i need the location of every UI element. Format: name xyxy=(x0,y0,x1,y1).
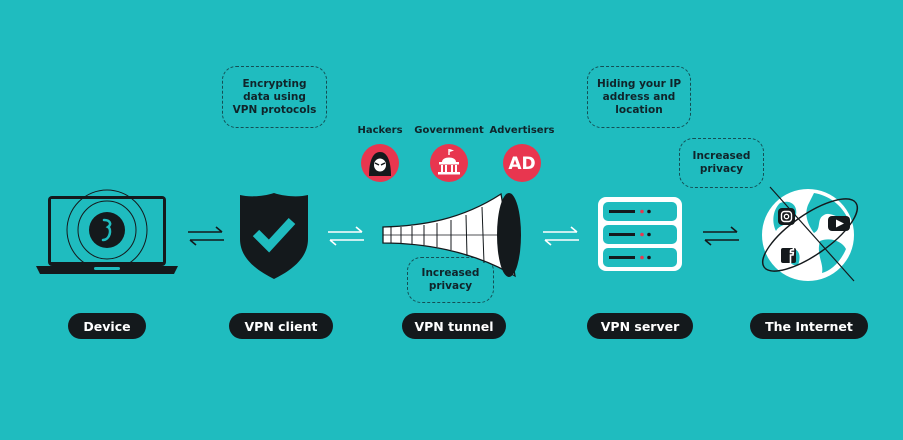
server-icon xyxy=(597,196,683,272)
bubble-increased-privacy-internet: Increased privacy xyxy=(679,138,764,188)
threat-label-government: Government xyxy=(414,125,484,136)
advertiser-badge-text: AD xyxy=(508,154,535,174)
globe-icon xyxy=(750,175,870,293)
stage-label-the-internet: The Internet xyxy=(750,313,868,339)
arrows-device-client xyxy=(186,226,226,246)
arrows-client-tunnel xyxy=(326,226,366,246)
stage-label-device: Device xyxy=(68,313,146,339)
arrows-server-internet xyxy=(701,226,741,246)
threat-label-advertisers: Advertisers xyxy=(489,125,555,136)
stage-label-vpn-client: VPN client xyxy=(229,313,333,339)
stage-label-vpn-tunnel: VPN tunnel xyxy=(402,313,506,339)
arrows-tunnel-server xyxy=(541,226,581,246)
shield-check-icon xyxy=(234,191,314,281)
stage-label-vpn-server: VPN server xyxy=(587,313,693,339)
laptop-icon xyxy=(36,189,178,276)
government-icon xyxy=(429,143,469,183)
advertiser-icon: AD xyxy=(502,143,542,183)
bubble-encrypting: Encrypting data using VPN protocols xyxy=(222,66,327,128)
tunnel-icon xyxy=(381,190,527,280)
bubble-increased-privacy-tunnel: Increased privacy xyxy=(407,257,494,303)
bubble-hiding-ip: Hiding your IP address and location xyxy=(587,66,691,128)
threat-label-hackers: Hackers xyxy=(357,125,403,136)
hacker-icon xyxy=(360,143,400,183)
